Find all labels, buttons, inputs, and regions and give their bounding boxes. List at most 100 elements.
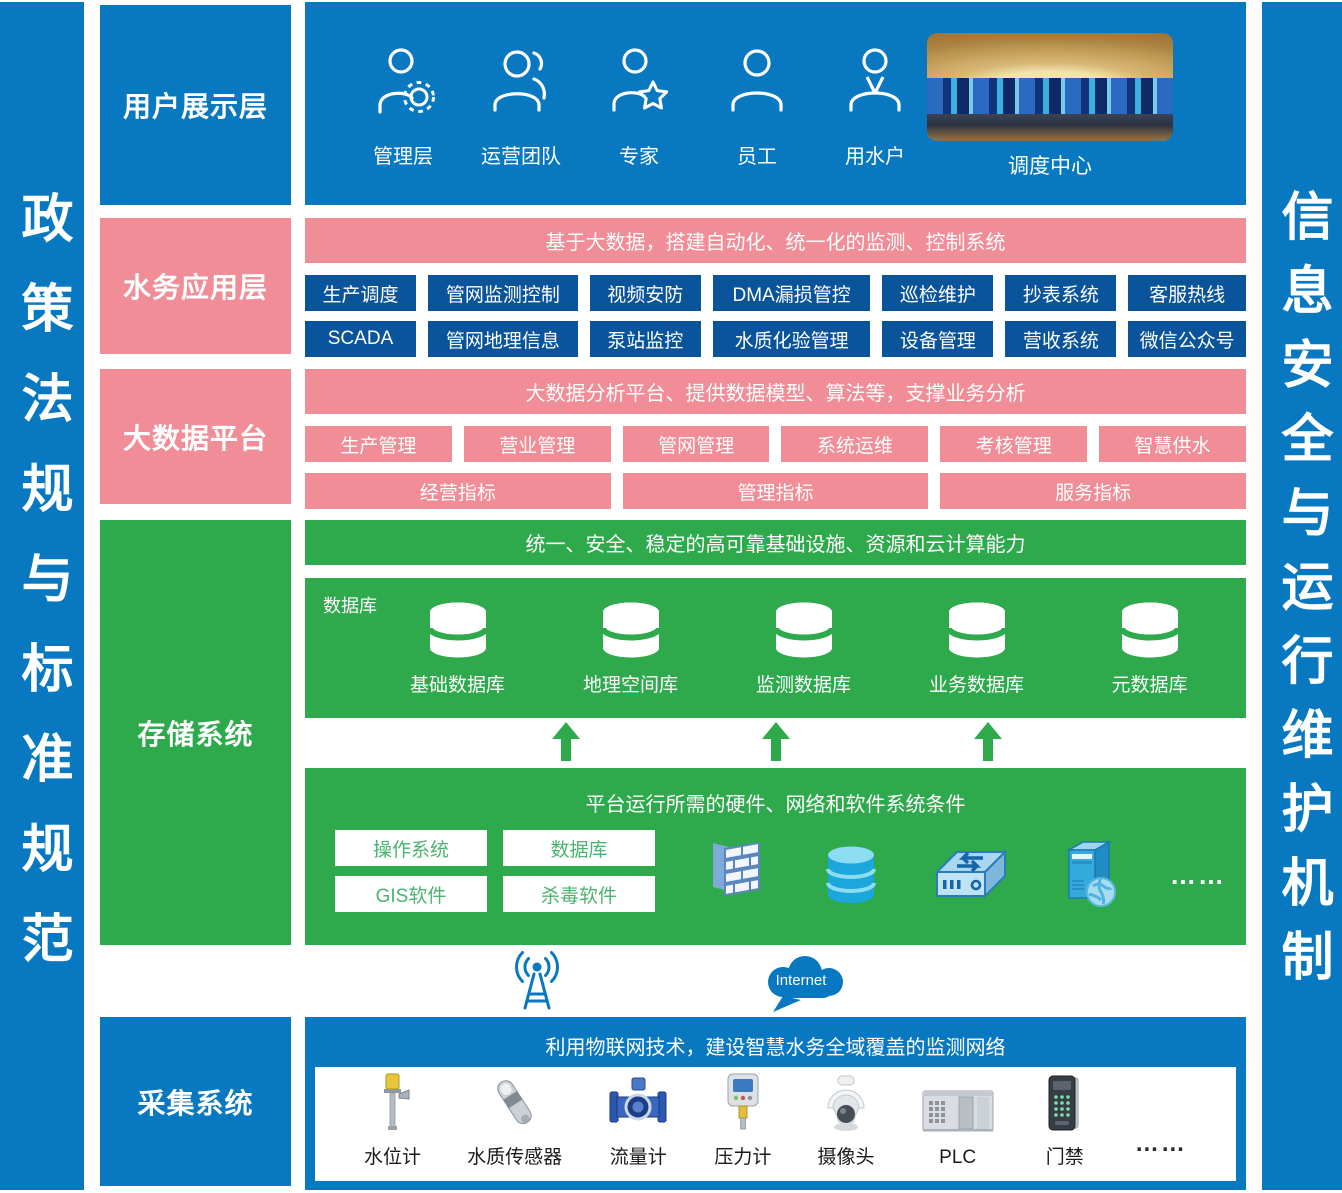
right-security-bar: 信息安全与运行维护机制 xyxy=(1262,2,1342,1190)
device-label: PLC xyxy=(939,1147,977,1168)
app-chip-pump-station[interactable]: 泵站监控 xyxy=(589,321,701,357)
database-cylinder-icon xyxy=(1118,602,1181,658)
person-gear-icon xyxy=(368,46,438,120)
flow-meter-icon xyxy=(609,1077,667,1123)
bigdata-chip-smart-water[interactable]: 智慧供水 xyxy=(1099,426,1246,462)
device-label: 门禁 xyxy=(1045,1147,1084,1168)
app-chip-equipment[interactable]: 设备管理 xyxy=(882,321,994,357)
database-label: 地理空间库 xyxy=(582,675,678,696)
database-label: 基础数据库 xyxy=(409,675,505,696)
collect-layer-panel: 利用物联网技术，建设智慧水务全域覆盖的监测网络 水位计 xyxy=(305,1017,1246,1190)
app-chip-inspection[interactable]: 巡检维护 xyxy=(882,275,994,311)
user-role-label: 专家 xyxy=(619,146,659,168)
app-chip-meter-reading[interactable]: 抄表系统 xyxy=(1005,275,1117,311)
section-label-bigdata-layer: 大数据平台 xyxy=(100,369,291,504)
device-water-quality-sensor: 水质传感器 xyxy=(467,1067,562,1181)
device-access-control: 门禁 xyxy=(1041,1067,1089,1181)
section-label-user-layer: 用户展示层 xyxy=(100,5,291,205)
device-label: 水位计 xyxy=(364,1147,422,1168)
app-chip-dma-leakage[interactable]: DMA漏损管控 xyxy=(712,275,871,311)
user-layer-panel: 管理层 运营团队 xyxy=(305,2,1246,205)
app-chip-wechat[interactable]: 微信公众号 xyxy=(1128,321,1246,357)
software-gis[interactable]: GIS软件 xyxy=(335,876,487,912)
bigdata-chip-business-mgmt[interactable]: 营业管理 xyxy=(463,426,611,462)
collect-device-box: 水位计 水质传感器 xyxy=(315,1067,1236,1181)
person-icon xyxy=(722,46,792,120)
bigdata-chip-system-ops[interactable]: 系统运维 xyxy=(781,426,929,462)
database-label: 业务数据库 xyxy=(928,675,1024,696)
app-chip-scada[interactable]: SCADA xyxy=(305,321,416,357)
app-chip-revenue[interactable]: 营收系统 xyxy=(1005,321,1117,357)
device-water-level-gauge: 水位计 xyxy=(364,1067,421,1181)
photo-desks xyxy=(927,113,1173,141)
user-role-label: 用水户 xyxy=(845,146,905,168)
device-flow-meter: 流量计 xyxy=(608,1067,668,1181)
hardware-row: …… xyxy=(705,820,1226,930)
database-cylinder-icon xyxy=(599,602,662,658)
device-label: 水质传感器 xyxy=(467,1147,563,1168)
bigdata-layer-header: 大数据分析平台、提供数据模型、算法等，支撑业务分析 xyxy=(305,369,1246,414)
software-grid: 操作系统 数据库 GIS软件 杀毒软件 xyxy=(335,830,655,912)
infrastructure-panel: 平台运行所需的硬件、网络和软件系统条件 操作系统 数据库 GIS软件 杀毒软件 xyxy=(305,768,1246,945)
app-chip-pipe-gis[interactable]: 管网地理信息 xyxy=(427,321,578,357)
bigdata-chip-assessment-mgmt[interactable]: 考核管理 xyxy=(940,426,1088,462)
infrastructure-title: 平台运行所需的硬件、网络和软件系统条件 xyxy=(585,794,966,816)
user-role-expert: 专家 xyxy=(593,46,685,169)
collect-layer-header: 利用物联网技术，建设智慧水务全域覆盖的监测网络 xyxy=(545,1037,1006,1059)
device-ellipsis: …… xyxy=(1134,1130,1187,1157)
app-layer-row2: SCADA 管网地理信息 泵站监控 水质化验管理 设备管理 营收系统 微信公众号 xyxy=(305,321,1246,357)
bigdata-row1: 生产管理 营业管理 管网管理 系统运维 考核管理 智慧供水 xyxy=(305,426,1246,462)
app-chip-service-hotline[interactable]: 客服热线 xyxy=(1128,275,1246,311)
database-cylinder-icon xyxy=(426,602,489,658)
person-tie-icon xyxy=(840,46,910,120)
camera-icon xyxy=(827,1075,865,1131)
water-quality-sensor-icon xyxy=(496,1080,532,1125)
server-tower-icon xyxy=(1057,840,1121,910)
database-server-icon xyxy=(820,843,882,907)
software-antivirus[interactable]: 杀毒软件 xyxy=(503,876,655,912)
photo-screens xyxy=(927,78,1173,114)
person-star-icon xyxy=(604,46,674,120)
app-chip-pipe-monitor-control[interactable]: 管网监测控制 xyxy=(427,275,578,311)
database-label: 监测数据库 xyxy=(755,675,851,696)
user-role-label: 运营团队 xyxy=(481,146,561,168)
user-roles: 管理层 运营团队 xyxy=(357,46,921,169)
antenna-icon xyxy=(510,950,564,1017)
storage-layer-header: 统一、安全、稳定的高可靠基础设施、资源和云计算能力 xyxy=(305,520,1246,565)
pressure-gauge-icon xyxy=(727,1073,759,1130)
device-pressure-gauge: 压力计 xyxy=(714,1067,771,1181)
app-layer-row1: 生产调度 管网监测控制 视频安防 DMA漏损管控 巡检维护 抄表系统 客服热线 xyxy=(305,275,1246,311)
software-os[interactable]: 操作系统 xyxy=(335,830,487,866)
database-item-base: 基础数据库 xyxy=(371,600,544,697)
left-policy-bar-text: 政策法规与标准规范 xyxy=(13,191,71,1001)
app-chip-video-security[interactable]: 视频安防 xyxy=(589,275,701,311)
user-role-label: 员工 xyxy=(737,146,777,168)
database-item-monitoring: 监测数据库 xyxy=(717,600,890,697)
right-security-bar-text: 信息安全与运行维护机制 xyxy=(1273,189,1331,1003)
photo-dome xyxy=(927,33,1173,79)
internet-label: Internet xyxy=(775,972,827,989)
user-role-customer: 用水户 xyxy=(829,46,921,169)
app-chip-production-dispatch[interactable]: 生产调度 xyxy=(305,275,416,311)
people-icon xyxy=(486,46,556,120)
network-strip: Internet xyxy=(305,948,1246,1014)
internet-cloud-icon xyxy=(753,956,859,1014)
bigdata-chip-operating-kpi[interactable]: 经营指标 xyxy=(305,473,611,509)
section-label-storage-layer: 存储系统 xyxy=(100,520,291,945)
database-item-geospatial: 地理空间库 xyxy=(544,600,717,697)
user-role-staff: 员工 xyxy=(711,46,803,169)
software-database[interactable]: 数据库 xyxy=(503,830,655,866)
bigdata-chip-production-mgmt[interactable]: 生产管理 xyxy=(305,426,452,462)
database-row: 基础数据库 地理空间库 监测数据库 xyxy=(371,600,1236,697)
section-label-collect-layer: 采集系统 xyxy=(100,1017,291,1186)
bigdata-chip-service-kpi[interactable]: 服务指标 xyxy=(940,473,1247,509)
up-arrow-icon xyxy=(762,722,790,762)
database-cylinder-icon xyxy=(945,602,1008,658)
database-cylinder-icon xyxy=(772,602,835,658)
user-role-manager: 管理层 xyxy=(357,46,449,169)
bigdata-chip-management-kpi[interactable]: 管理指标 xyxy=(622,473,929,509)
user-role-ops-team: 运营团队 xyxy=(475,46,567,169)
app-chip-water-quality-lab[interactable]: 水质化验管理 xyxy=(712,321,871,357)
bigdata-chip-pipe-mgmt[interactable]: 管网管理 xyxy=(622,426,770,462)
